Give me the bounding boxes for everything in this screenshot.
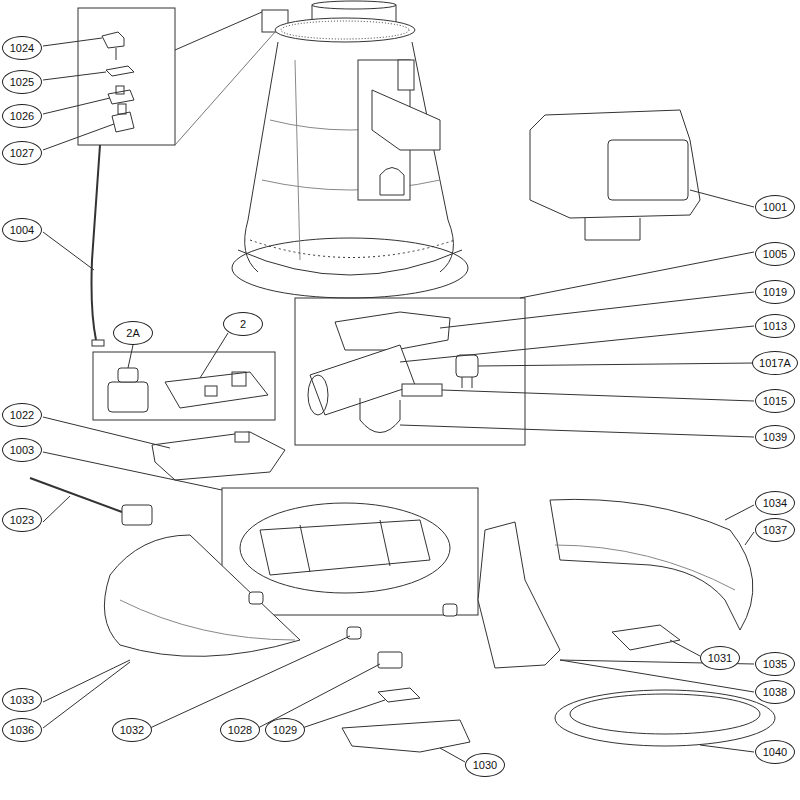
group-box (78, 8, 175, 145)
callout-number: 2 (240, 319, 246, 330)
callout-number: 1022 (10, 410, 34, 421)
top-parts (102, 32, 134, 132)
callout-ellipse: 1034 (755, 491, 795, 515)
callout-ellipse: 1024 (2, 36, 42, 60)
callout-ellipse: 2 (223, 312, 263, 336)
callout-ellipse: 1005 (755, 242, 795, 266)
callout-number: 2A (126, 328, 139, 339)
front-panel (478, 522, 560, 668)
callout-number: 1033 (10, 695, 34, 706)
callout-ellipse: 1015 (755, 389, 795, 413)
clip-plate (612, 625, 680, 650)
callout-ellipse: 1027 (2, 141, 42, 165)
callout-number: 1031 (708, 653, 732, 664)
base-ring (555, 690, 775, 746)
callout-ellipse: 1029 (265, 718, 305, 742)
group-box (295, 298, 525, 445)
leader-lines (43, 38, 754, 762)
callout-number: 1029 (273, 725, 297, 736)
callout-number: 1025 (10, 77, 34, 88)
callout-ellipse: 1003 (2, 438, 42, 462)
detail-line (175, 32, 275, 145)
group-box (222, 488, 478, 615)
callout-ellipse: 1023 (2, 508, 42, 532)
callout-number: 1015 (763, 396, 787, 407)
callout-number: 1003 (10, 445, 34, 456)
callout-number: 1027 (10, 148, 34, 159)
callout-number: 1036 (10, 725, 34, 736)
callout-number: 1019 (763, 287, 787, 298)
callout-number: 1001 (763, 202, 787, 213)
main-housing (232, 1, 468, 298)
callout-ellipse: 1030 (465, 753, 505, 777)
callout-number: 1035 (763, 659, 787, 670)
motor-group (308, 312, 478, 433)
callout-number: 1038 (763, 687, 787, 698)
callout-number: 1024 (10, 43, 34, 54)
callout-ellipse: 1040 (755, 740, 795, 764)
right-shell (550, 499, 753, 630)
callout-ellipse: 1028 (220, 718, 260, 742)
callout-ellipse: 1017A (752, 351, 798, 375)
callout-ellipse: 1039 (755, 425, 795, 449)
detail-line (175, 12, 262, 50)
callout-number: 1040 (763, 747, 787, 758)
callout-ellipse: 1035 (755, 652, 795, 676)
control-parts (108, 368, 268, 412)
callout-number: 1030 (473, 760, 497, 771)
callout-ellipse: 1019 (755, 280, 795, 304)
callout-ellipse: 1004 (2, 218, 42, 242)
cover-part (530, 110, 700, 240)
group-box (93, 352, 275, 420)
callout-ellipse: 2A (113, 321, 153, 345)
base-plate (240, 503, 450, 593)
callout-number: 1005 (763, 249, 787, 260)
callout-ellipse: 1038 (755, 680, 795, 704)
callout-ellipse: 1022 (2, 403, 42, 427)
callout-number: 1004 (10, 225, 34, 236)
callout-ellipse: 1026 (2, 104, 42, 128)
callout-number: 1034 (763, 498, 787, 509)
callout-number: 1023 (10, 515, 34, 526)
callout-ellipse: 1036 (2, 718, 42, 742)
callout-ellipse: 1031 (700, 646, 740, 670)
callout-ellipse: 1001 (755, 195, 795, 219)
callout-ellipse: 1025 (2, 70, 42, 94)
callout-number: 1013 (763, 321, 787, 332)
small-parts (249, 592, 470, 752)
callout-number: 1039 (763, 432, 787, 443)
callout-ellipse: 1013 (755, 314, 795, 338)
left-shell (104, 535, 300, 656)
board-part (152, 432, 285, 480)
callout-ellipse: 1033 (2, 688, 42, 712)
callout-number: 1028 (228, 725, 252, 736)
callout-number: 1017A (759, 358, 791, 369)
callout-number: 1032 (120, 725, 144, 736)
wire-harness (92, 145, 101, 340)
callout-ellipse: 1037 (755, 518, 795, 542)
callout-number: 1037 (763, 525, 787, 536)
callout-ellipse: 1032 (112, 718, 152, 742)
power-cord (30, 478, 122, 512)
callout-number: 1026 (10, 111, 34, 122)
